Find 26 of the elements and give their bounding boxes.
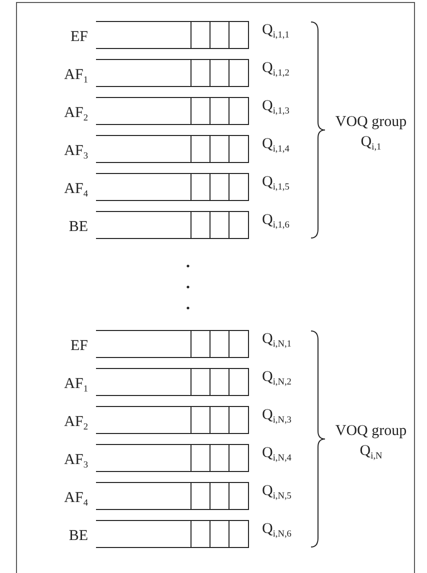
group-label: VOQ group Q$_{i,N}$ (334, 422, 408, 461)
traffic-class-label: BE (68, 527, 88, 545)
traffic-class-label: AF$_{4}$ (64, 180, 88, 198)
queue-label: Q$_{i,N,6}$ (262, 520, 292, 538)
traffic-class-label: AF$_{2}$ (64, 413, 88, 431)
queue-label: Q$_{i,1,5}$ (262, 173, 290, 191)
traffic-class-label: AF$_{3}$ (64, 451, 88, 469)
queue-label: Q$_{i,N,5}$ (262, 482, 292, 500)
traffic-class-label: BE (68, 218, 88, 236)
traffic-class-label: EF (70, 337, 88, 355)
traffic-class-label: AF$_{3}$ (64, 142, 88, 160)
queue-label: Q$_{i,N,4}$ (262, 444, 292, 462)
queue-label: Q$_{i,1,2}$ (262, 59, 290, 77)
traffic-class-label: AF$_{1}$ (64, 375, 88, 393)
group-label: VOQ group Q$_{i,1}$ (334, 113, 408, 152)
traffic-class-label: AF$_{1}$ (64, 66, 88, 84)
queue-label: Q$_{i,N,2}$ (262, 368, 292, 386)
traffic-class-label: AF$_{4}$ (64, 489, 88, 507)
queue-label: Q$_{i,1,3}$ (262, 97, 290, 115)
traffic-class-label: AF$_{2}$ (64, 104, 88, 122)
queue-label: Q$_{i,1,6}$ (262, 211, 290, 229)
queue-label: Q$_{i,N,3}$ (262, 406, 292, 424)
queue-label: Q$_{i,N,1}$ (262, 330, 292, 348)
traffic-class-label: EF (70, 28, 88, 46)
queue-label: Q$_{i,1,4}$ (262, 135, 290, 153)
queue-label: Q$_{i,1,1}$ (262, 21, 290, 39)
